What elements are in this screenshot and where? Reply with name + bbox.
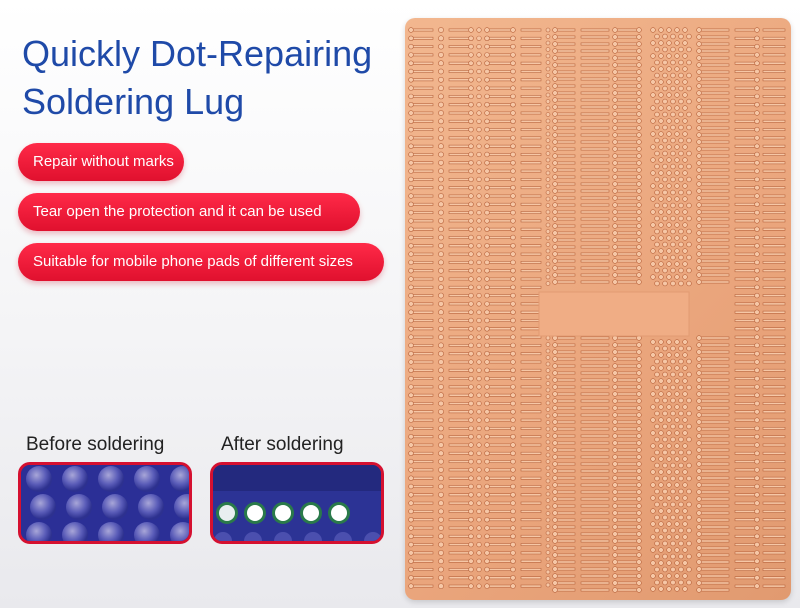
feature-pill-no-marks: Repair without marks (18, 143, 184, 181)
after-solder-photo (210, 462, 384, 544)
headline: Quickly Dot-Repairing Soldering Lug (22, 30, 372, 126)
headline-line2: Soldering Lug (22, 81, 245, 122)
feature-pill-tear-open: Tear open the protection and it can be u… (18, 193, 360, 231)
before-solder-photo (18, 462, 192, 544)
after-soldering-label: After soldering (221, 434, 344, 455)
soldering-lug-sheet (405, 18, 791, 600)
before-soldering-label: Before soldering (26, 434, 165, 455)
headline-line1: Quickly Dot-Repairing (22, 33, 373, 74)
soldering-pad-pattern (408, 27, 786, 593)
feature-pill-pad-sizes: Suitable for mobile phone pads of differ… (18, 243, 384, 281)
